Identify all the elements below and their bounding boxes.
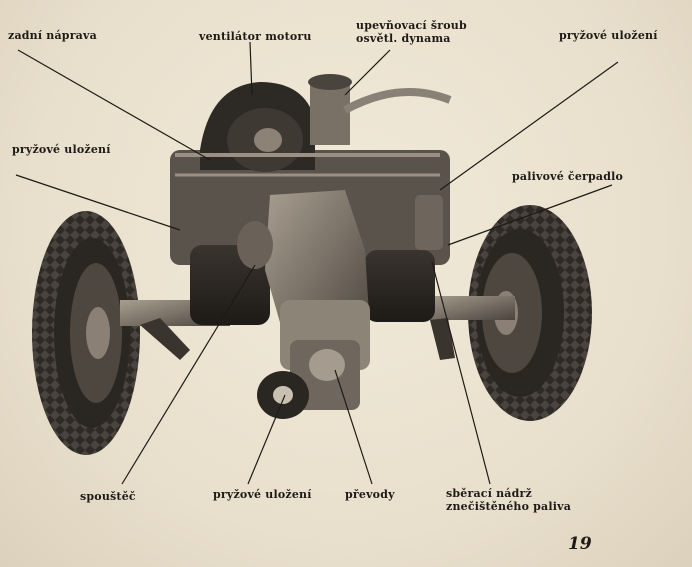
label-fuel-pump: palivové čerpadlo (512, 170, 624, 183)
leader-lines (15, 41, 619, 485)
rubber-mount-pulley (257, 371, 309, 419)
label-starter: spouštěč (80, 490, 136, 503)
label-rubber-mount-top-right: pryžové uložení (559, 29, 658, 42)
fuel-pump (415, 195, 443, 250)
label-sediment-tank-2: znečištěného paliva (446, 500, 572, 513)
cropped-caption-remnant (230, 0, 650, 6)
starter-motor (237, 221, 273, 269)
label-dynamo-bolt-1: upevňovací šroub (356, 19, 467, 32)
label-rubber-mount-left: pryžové uložení (12, 143, 111, 156)
label-rubber-mount-bottom: pryžové uložení (213, 488, 312, 501)
label-gears: převody (345, 488, 395, 501)
left-wheel (32, 211, 140, 455)
label-engine-fan: ventilátor motoru (199, 30, 312, 43)
label-rear-axle: zadní náprava (8, 29, 97, 42)
right-cover (365, 250, 435, 322)
page-number: 19 (568, 534, 592, 554)
label-sediment-tank-1: sběrací nádrž (446, 487, 532, 500)
label-dynamo-bolt-2: osvětl. dynama (356, 32, 451, 45)
